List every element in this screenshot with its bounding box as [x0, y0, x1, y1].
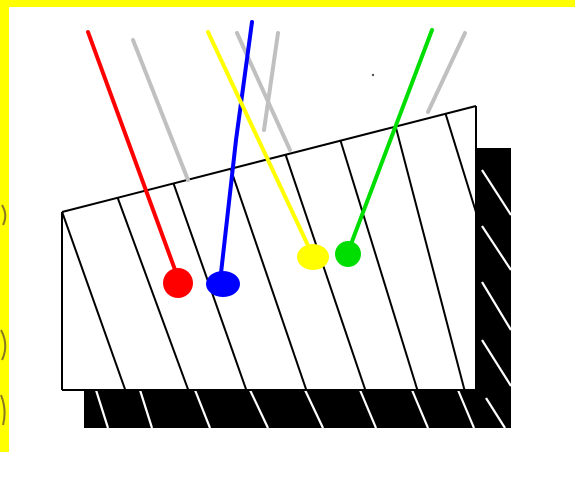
reflected-ray-3 — [262, 31, 280, 132]
speck — [371, 73, 375, 77]
red-dot — [163, 268, 193, 298]
yellow-dot — [297, 244, 329, 270]
yellow-frame-top — [0, 0, 575, 7]
grating-layer-lines — [62, 111, 476, 390]
shadow-hatching — [94, 169, 512, 429]
ray-end-dots — [163, 241, 361, 298]
blue-dot — [206, 271, 240, 297]
block-shadow-side — [476, 148, 511, 428]
reflected-ray-2 — [235, 31, 292, 152]
red-ray — [86, 30, 180, 280]
yellow-ray — [206, 30, 314, 256]
reflected-rays — [131, 31, 467, 182]
blue-ray — [218, 20, 254, 284]
reflected-ray-1 — [131, 38, 190, 182]
block-face — [62, 106, 476, 390]
left-edge-scribble — [0, 204, 7, 426]
incident-rays — [86, 20, 434, 284]
block-shadow-bottom — [84, 388, 511, 428]
green-ray — [346, 28, 434, 254]
green-dot — [335, 241, 361, 267]
reflected-ray-4 — [426, 31, 467, 114]
yellow-frame-left — [0, 0, 9, 452]
